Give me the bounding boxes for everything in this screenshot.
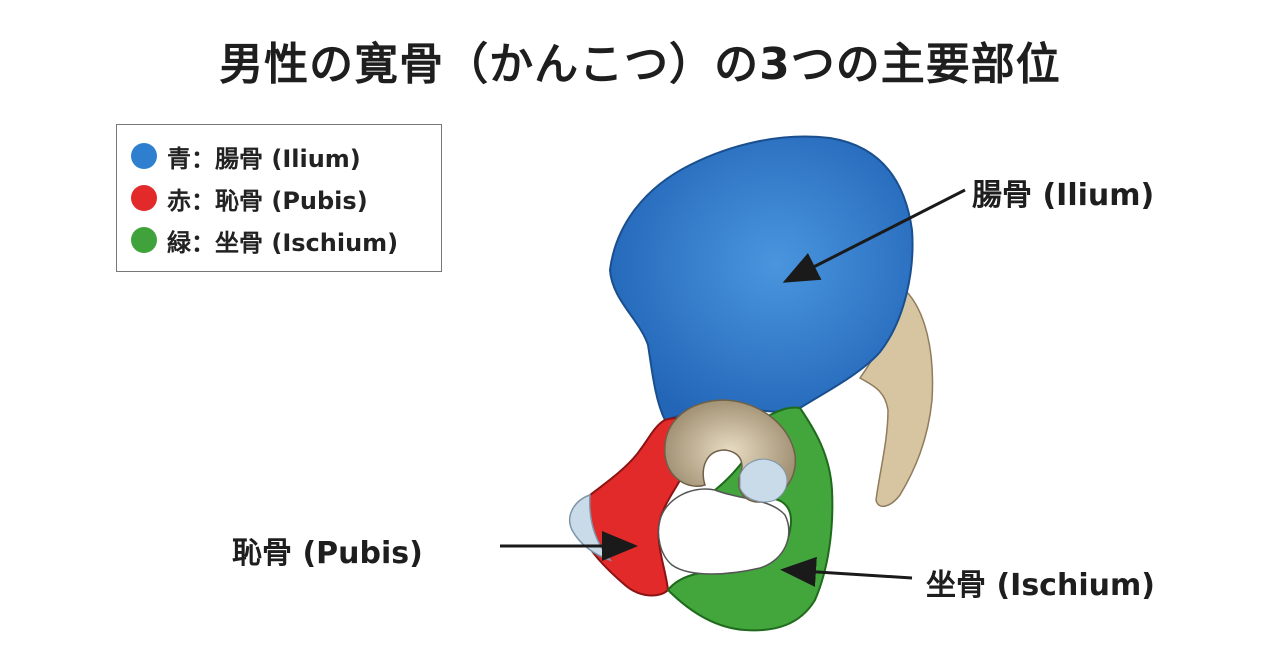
red-dot-icon [131,185,157,211]
legend-separator: ： [191,228,215,257]
legend-separator: ： [191,186,215,215]
legend-color-word: 赤 [167,186,191,215]
ilium-region [608,135,914,422]
sacral-bone-region [858,288,934,507]
pubis-label: 恥骨 (Pubis) [232,536,423,571]
blue-dot-icon [131,143,157,169]
page-title: 男性の寛骨（かんこつ）の3つの主要部位 [219,39,1061,90]
legend-name: 恥骨 (Pubis) [215,186,368,215]
legend-name: 腸骨 (Ilium) [215,144,361,173]
legend-item-ilium: 青 ： 腸骨 (Ilium) [131,141,361,173]
legend-color-word: 青 [167,144,191,173]
ilium-arrow [782,188,966,283]
legend-item-pubis: 赤 ： 恥骨 (Pubis) [131,183,368,215]
legend-item-ischium: 緑 ： 坐骨 (Ischium) [131,225,399,257]
legend-color-word: 緑 [167,228,191,257]
legend-box: 青 ： 腸骨 (Ilium) 赤 ： 恥骨 (Pubis) 緑 ： 坐骨 (Is… [116,124,442,272]
green-dot-icon [131,227,157,253]
ilium-label: 腸骨 (Ilium) [972,178,1155,213]
ischium-label: 坐骨 (Ischium) [926,568,1155,603]
legend-name: 坐骨 (Ischium) [215,228,399,257]
obturator-foramen [657,488,790,575]
pubic-symphysis [569,493,613,562]
legend-separator: ： [191,144,215,173]
ischium-arrow [780,556,913,587]
acetabular-notch-cartilage [739,458,788,503]
